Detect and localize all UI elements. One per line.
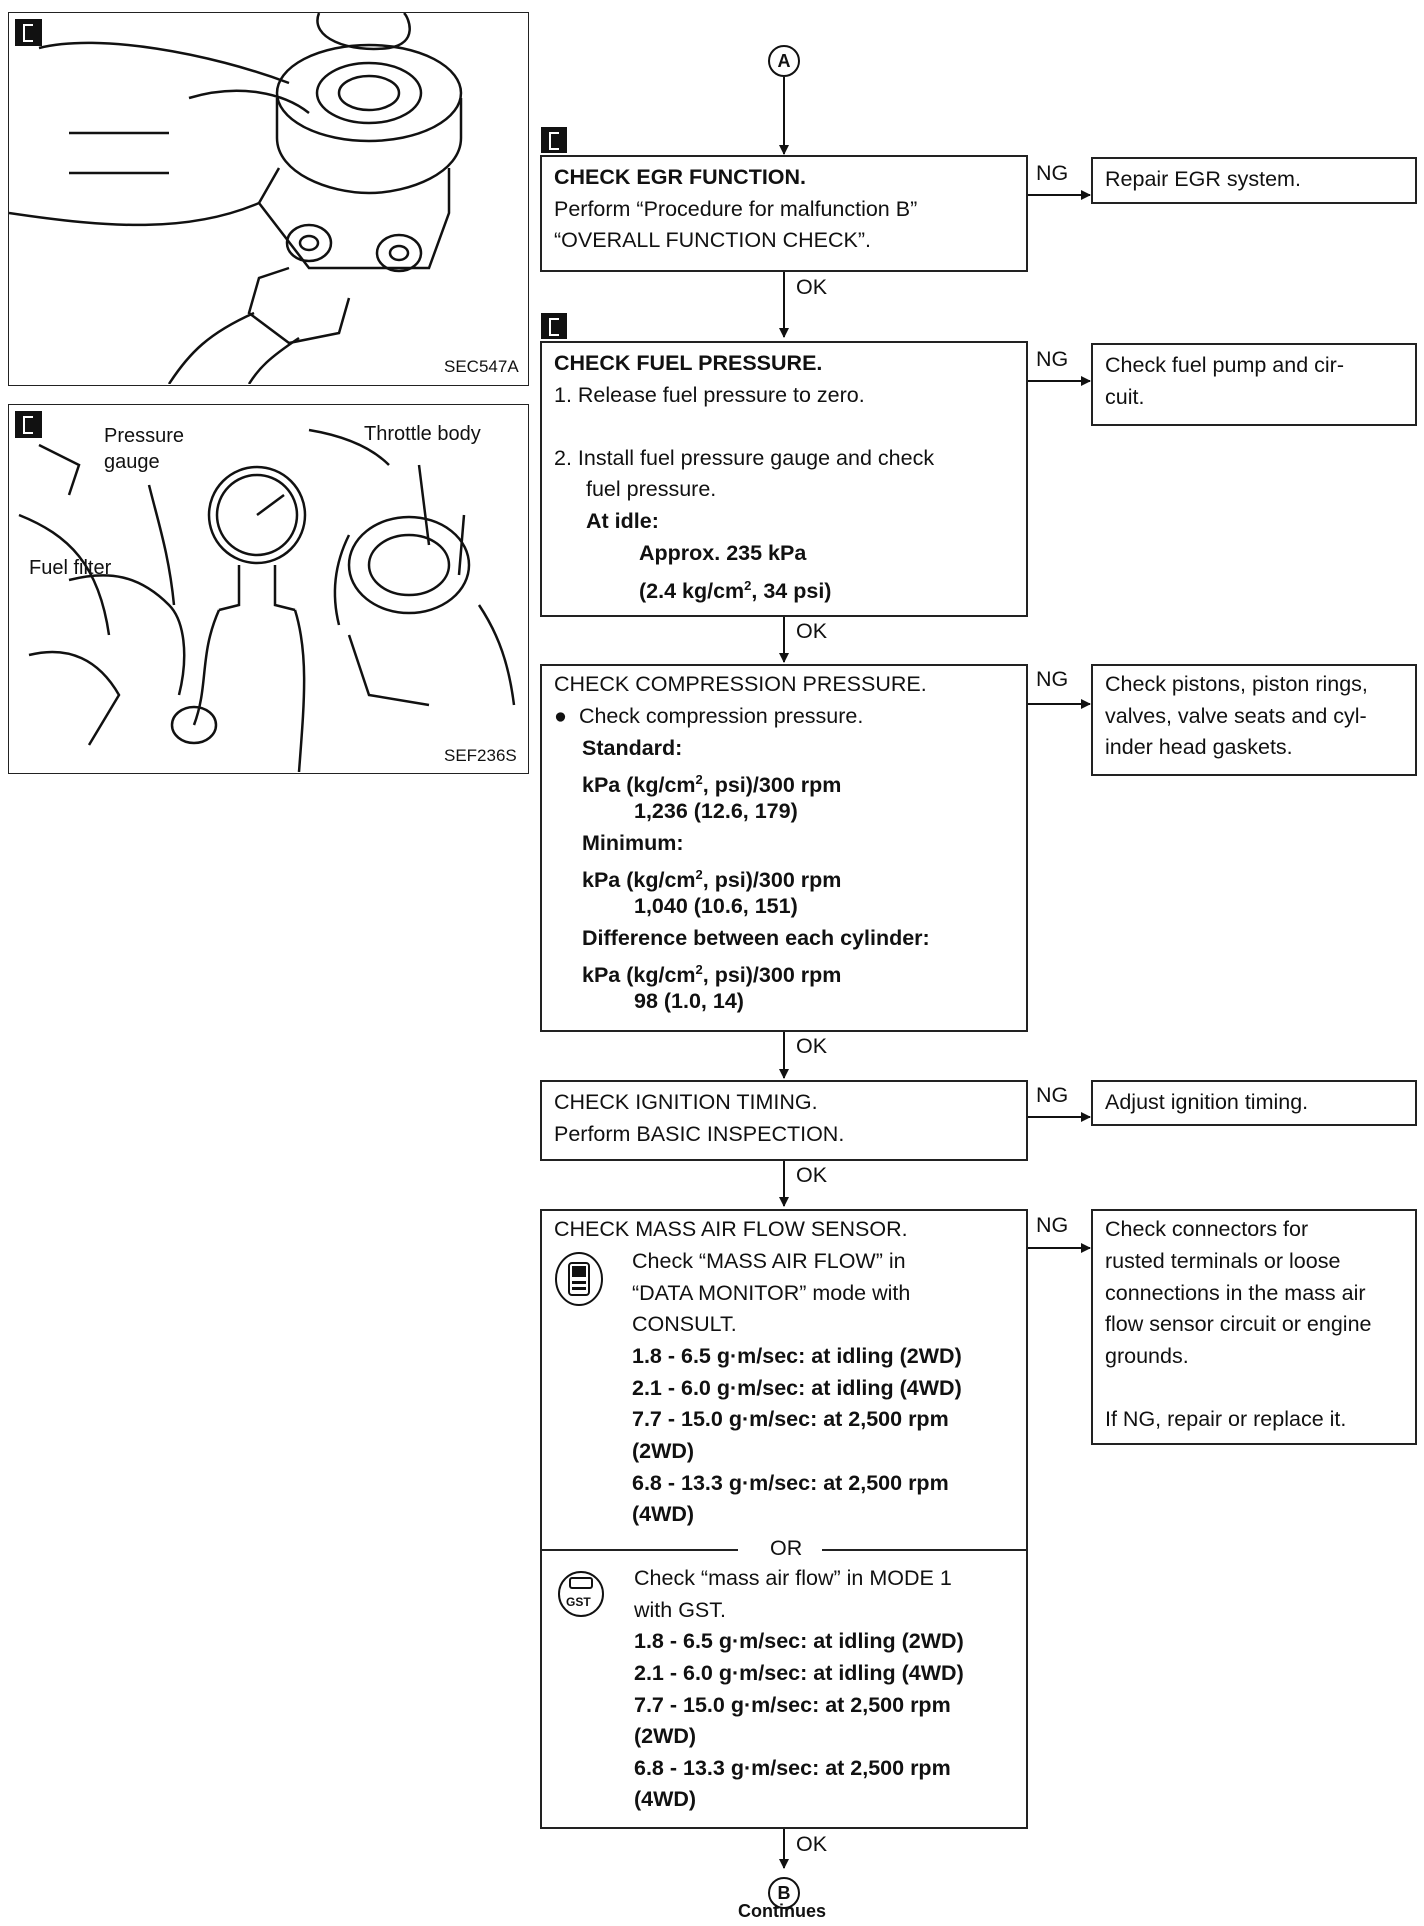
- figure-tag-e: [15, 19, 42, 46]
- or-divider-right: [822, 1549, 1028, 1551]
- step-maf-gst-spec-2: 2.1 - 6.0 g·m/sec: at idling (4WD): [634, 1661, 964, 1685]
- step-fuel-step2b: fuel pressure.: [586, 477, 717, 501]
- step-compression-standard: Standard:: [582, 736, 683, 760]
- step-maf-gst-line-1: Check “mass air flow” in MODE 1: [634, 1566, 952, 1590]
- step-egr-line-1: Perform “Procedure for malfunction B”: [554, 197, 918, 221]
- ok-label-maf: OK: [796, 1832, 828, 1856]
- fuel-filter-label: Fuel filter: [29, 557, 112, 579]
- step-compression-bullet: ● Check compression pressure.: [554, 704, 864, 728]
- step-maf-consult-spec-6: (4WD): [632, 1502, 695, 1526]
- connector-b: B: [768, 1877, 800, 1909]
- ng-label-egr: NG: [1036, 161, 1069, 185]
- step-maf-consult-line-2: “DATA MONITOR” mode with: [632, 1281, 911, 1305]
- step-fuel-title: CHECK FUEL PRESSURE.: [554, 351, 823, 375]
- step-maf-consult-spec-5: 6.8 - 13.3 g·m/sec: at 2,500 rpm: [632, 1471, 949, 1495]
- step-fuel-step1: 1. Release fuel pressure to zero.: [554, 383, 865, 407]
- step-check-egr: CHECK EGR FUNCTION. Perform “Procedure f…: [540, 155, 1028, 272]
- throttle-body-label: Throttle body: [364, 423, 481, 445]
- step-check-ignition: CHECK IGNITION TIMING. Perform BASIC INS…: [540, 1080, 1028, 1161]
- step-tag-e: [541, 127, 567, 153]
- step-maf-consult-spec-4: (2WD): [632, 1439, 695, 1463]
- step-ignition-line: Perform BASIC INSPECTION.: [554, 1122, 845, 1146]
- egr-valve-illustration: [9, 13, 463, 384]
- step-compression-minimum: Minimum:: [582, 831, 684, 855]
- step-maf-gst-spec-4: (2WD): [634, 1724, 697, 1748]
- ng-action-compression-line-3: inder head gaskets.: [1105, 735, 1293, 759]
- step-compression-difference-value: 98 (1.0, 14): [634, 989, 744, 1013]
- figure-f-fuel-pressure: Pressure gauge Throttle body Fuel filter…: [8, 404, 529, 774]
- step-check-maf: CHECK MASS AIR FLOW SENSOR. Check “MASS …: [540, 1209, 1028, 1829]
- ng-action-fuel-line-1: Check fuel pump and cir-: [1105, 353, 1344, 377]
- connector-a: A: [768, 45, 800, 77]
- step-compression-minimum-value: 1,040 (10.6, 151): [634, 894, 798, 918]
- step-maf-consult-line-3: CONSULT.: [632, 1312, 737, 1336]
- ng-label-ignition: NG: [1036, 1083, 1069, 1107]
- ng-action-maf-line-4: flow sensor circuit or engine: [1105, 1312, 1372, 1336]
- ng-action-maf-line-3: connections in the mass air: [1105, 1281, 1366, 1305]
- ng-action-compression-line-2: valves, valve seats and cyl-: [1105, 704, 1367, 728]
- ng-action-egr: Repair EGR system.: [1091, 157, 1417, 204]
- step-egr-title: CHECK EGR FUNCTION.: [554, 165, 807, 189]
- ng-action-ignition-text: Adjust ignition timing.: [1105, 1090, 1309, 1114]
- step-fuel-value2: (2.4 kg/cm2, 34 psi): [639, 578, 832, 604]
- or-label: OR: [770, 1536, 803, 1560]
- ok-label-egr: OK: [796, 275, 828, 299]
- step-maf-consult-line-1: Check “MASS AIR FLOW” in: [632, 1249, 906, 1273]
- ng-label-compression: NG: [1036, 667, 1069, 691]
- step-check-compression: CHECK COMPRESSION PRESSURE. ● Check comp…: [540, 664, 1028, 1032]
- figure-f-code: SEF236S: [444, 746, 517, 765]
- figure-tag-f: [15, 411, 42, 438]
- step-check-fuel-pressure: CHECK FUEL PRESSURE. 1. Release fuel pre…: [540, 341, 1028, 617]
- ok-label-ignition: OK: [796, 1163, 828, 1187]
- ng-action-egr-text: Repair EGR system.: [1105, 167, 1301, 191]
- ng-action-maf-line-5: grounds.: [1105, 1344, 1189, 1368]
- step-compression-difference: Difference between each cylinder:: [582, 926, 930, 950]
- step-maf-gst-spec-6: (4WD): [634, 1787, 697, 1811]
- ng-action-maf-line-2: rusted terminals or loose: [1105, 1249, 1341, 1273]
- step-compression-unit-1: kPa (kg/cm2, psi)/300 rpm: [582, 772, 842, 798]
- step-compression-title: CHECK COMPRESSION PRESSURE.: [554, 672, 927, 696]
- gst-icon: [558, 1571, 604, 1617]
- step-fuel-step2a: 2. Install fuel pressure gauge and check: [554, 446, 935, 470]
- ok-label-fuel: OK: [796, 619, 828, 643]
- figure-e-egr-valve: SEC547A: [8, 12, 529, 386]
- pressure-gauge-label-2: gauge: [104, 451, 160, 473]
- step-fuel-value1: Approx. 235 kPa: [639, 541, 807, 565]
- pressure-gauge-label-1: Pressure: [104, 425, 185, 447]
- step-fuel-at-idle: At idle:: [586, 509, 659, 533]
- step-compression-unit-2: kPa (kg/cm2, psi)/300 rpm: [582, 867, 842, 893]
- ng-action-compression-line-1: Check pistons, piston rings,: [1105, 672, 1368, 696]
- step-ignition-title: CHECK IGNITION TIMING.: [554, 1090, 818, 1114]
- continues-label: Continues: [738, 1901, 826, 1921]
- ng-action-ignition: Adjust ignition timing.: [1091, 1080, 1417, 1126]
- step-maf-gst-line-2: with GST.: [634, 1598, 726, 1622]
- figure-e-code: SEC547A: [444, 357, 519, 376]
- ng-action-fuel-line-2: cuit.: [1105, 385, 1145, 409]
- or-divider-left: [542, 1549, 738, 1551]
- consult-icon: [555, 1252, 603, 1306]
- step-compression-standard-value: 1,236 (12.6, 179): [634, 799, 798, 823]
- ok-label-compression: OK: [796, 1034, 828, 1058]
- step-maf-consult-spec-1: 1.8 - 6.5 g·m/sec: at idling (2WD): [632, 1344, 962, 1368]
- step-maf-title: CHECK MASS AIR FLOW SENSOR.: [554, 1217, 908, 1241]
- ng-action-maf-line-1: Check connectors for: [1105, 1217, 1309, 1241]
- step-maf-gst-spec-3: 7.7 - 15.0 g·m/sec: at 2,500 rpm: [634, 1693, 951, 1717]
- ng-action-fuel: Check fuel pump and cir- cuit.: [1091, 343, 1417, 426]
- step-maf-gst-spec-5: 6.8 - 13.3 g·m/sec: at 2,500 rpm: [634, 1756, 951, 1780]
- step-maf-gst-spec-1: 1.8 - 6.5 g·m/sec: at idling (2WD): [634, 1629, 964, 1653]
- step-compression-unit-3: kPa (kg/cm2, psi)/300 rpm: [582, 962, 842, 988]
- ng-label-maf: NG: [1036, 1213, 1069, 1237]
- step-tag-f: [541, 313, 567, 339]
- ng-label-fuel: NG: [1036, 347, 1069, 371]
- fuel-pressure-illustration: [18, 428, 516, 772]
- ng-action-maf-extra: If NG, repair or replace it.: [1105, 1407, 1347, 1431]
- step-maf-consult-spec-2: 2.1 - 6.0 g·m/sec: at idling (4WD): [632, 1376, 962, 1400]
- step-maf-consult-spec-3: 7.7 - 15.0 g·m/sec: at 2,500 rpm: [632, 1407, 949, 1431]
- ng-action-compression: Check pistons, piston rings, valves, val…: [1091, 664, 1417, 776]
- step-egr-line-2: “OVERALL FUNCTION CHECK”.: [554, 228, 871, 252]
- gst-icon-text: GST: [566, 1595, 591, 1609]
- ng-action-maf: Check connectors for rusted terminals or…: [1091, 1209, 1417, 1445]
